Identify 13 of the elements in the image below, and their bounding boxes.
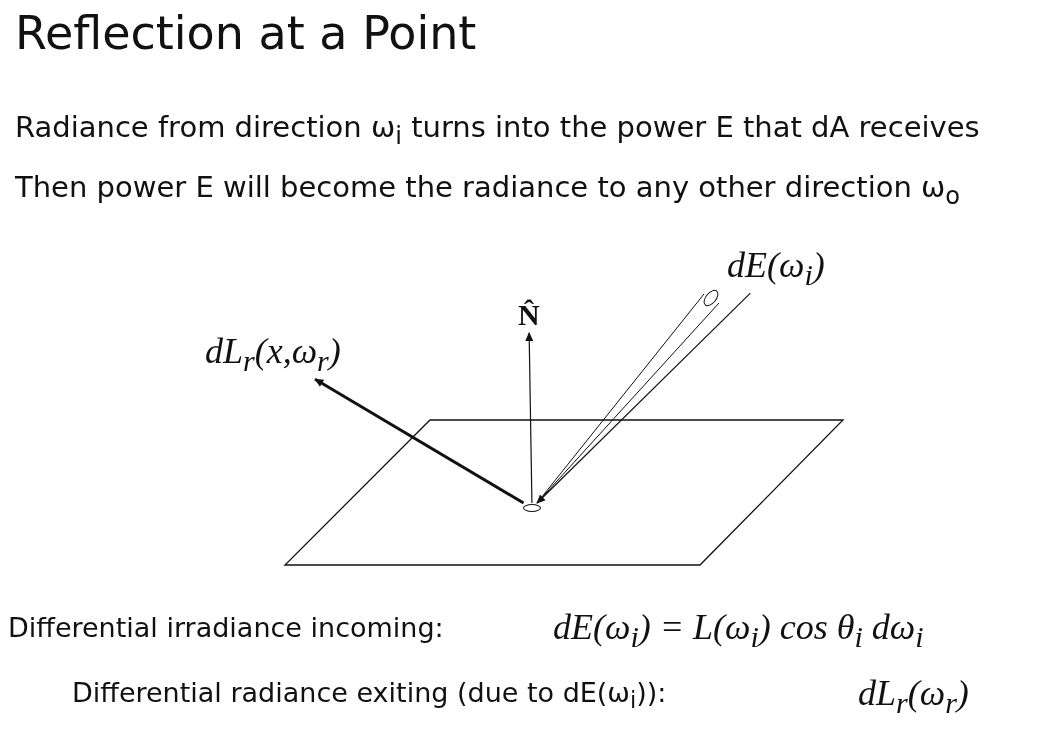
normal-label: N̂ — [518, 298, 540, 332]
reflected-radiance-label: dL$_{r}$(x,ω$_{r}$) — [205, 330, 341, 379]
description-text: Radiance from direction ω$_{i}$ turns into the power E that dA receives — [15, 110, 980, 150]
arrow — [314, 377, 525, 505]
irradiance-formula: dE(ω$_{i}$) = L(ω$_{i}$) cos θ$_{i}$ dω$_{i}$ — [553, 606, 924, 655]
incoming-irradiance-label: dE(ω$_{i}$) — [727, 244, 825, 293]
formula-caption: Differential irradiance incoming: — [8, 612, 444, 643]
slide-title: Reflection at a Point — [15, 6, 477, 60]
arrow — [536, 292, 751, 504]
formula-caption: Differential radiance exiting (due to dE(ω$_{i}$)): — [72, 677, 667, 714]
description-text: Then power E will become the radiance to any other direction ω$_{o}$ — [15, 170, 961, 210]
arrow — [525, 332, 534, 504]
radiance-formula: dL$_{r}$(ω$_{r}$) — [858, 672, 969, 721]
